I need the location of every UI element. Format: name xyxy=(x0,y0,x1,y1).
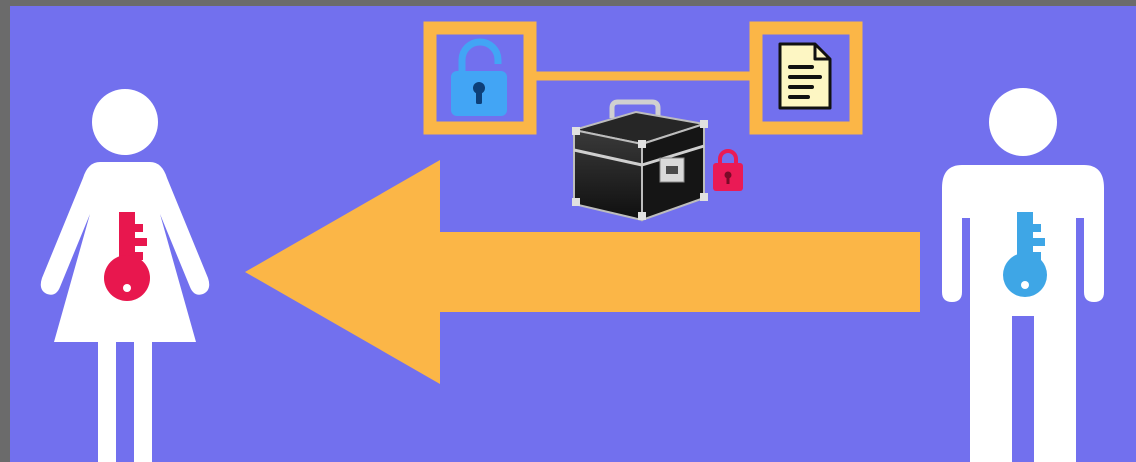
woman-head xyxy=(92,89,158,155)
man-head xyxy=(989,88,1057,156)
document-icon xyxy=(780,44,830,108)
